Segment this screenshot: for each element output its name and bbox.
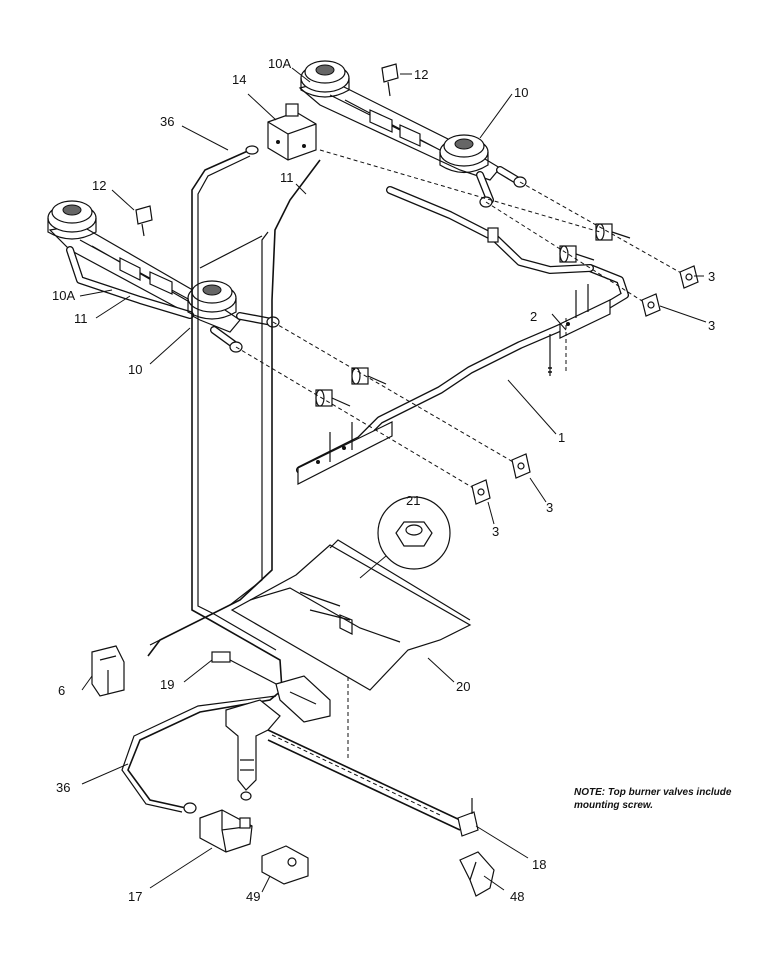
spark-module [275,675,331,723]
label-18: 18 [532,857,546,872]
heat-shield-20 [230,539,472,691]
label-11-front: 11 [74,311,88,326]
label-14: 14 [232,72,246,87]
label-11-upper: 11 [280,170,294,185]
label-3b: 3 [708,318,715,333]
rear-burner-rail [386,186,594,274]
clip-12-front [135,205,153,237]
burner-head-10-rear [439,134,489,174]
label-10A-front: 10A [52,288,75,303]
label-1: 1 [558,430,565,445]
label-12-rear: 12 [414,67,428,82]
front-burner-assembly [48,224,280,353]
oven-burner [225,699,461,831]
gas-tube-36-lower [121,689,283,814]
bracket-6 [91,645,125,697]
locknut-21 [359,496,451,579]
burner-head-10A-rear [300,60,350,98]
bolt-2 [548,334,552,376]
label-19: 19 [160,677,174,692]
connector-19 [211,651,281,687]
label-12-front: 12 [92,178,106,193]
label-36-upper: 36 [160,114,174,129]
alignment-lines [235,149,691,760]
manifold-pipe [296,264,629,485]
label-10-rear: 10 [514,85,528,100]
label-49: 49 [246,889,260,904]
label-20: 20 [456,679,470,694]
mount-plate-3a [679,265,699,289]
label-10-front: 10 [128,362,142,377]
part-labels: 10A 12 10 14 36 11 12 10A 11 10 3 3 2 1 … [52,56,715,904]
label-17: 17 [128,889,142,904]
label-3d: 3 [492,524,499,539]
label-3c: 3 [546,500,553,515]
rear-burner-assembly [298,79,527,208]
burner-head-10A-front [47,200,97,240]
safety-valve-17 [199,809,253,853]
label-6: 6 [58,683,65,698]
bracket-49 [261,845,309,885]
label-21: 21 [406,493,420,508]
label-48: 48 [510,889,524,904]
label-36-lower: 36 [56,780,70,795]
bracket-48 [459,851,495,897]
valve-front-1 [351,367,387,385]
gas-tube-36-upper [191,145,283,691]
mount-plate-3d [471,479,491,505]
leader-lines [79,67,707,893]
valve-rear-2 [559,245,595,263]
clip-12-rear [381,63,399,97]
regulator-14 [267,103,317,161]
label-3a: 3 [708,269,715,284]
label-10A-rear: 10A [268,56,291,71]
valve-rear-1 [595,223,631,241]
bracket-18 [457,798,479,837]
label-2: 2 [530,309,537,324]
mount-plate-3c [511,453,531,479]
note-text: NOTE: Top burner valves include mounting… [574,787,732,811]
mount-plate-3b [641,293,661,317]
supply-tube-11 [147,159,321,657]
